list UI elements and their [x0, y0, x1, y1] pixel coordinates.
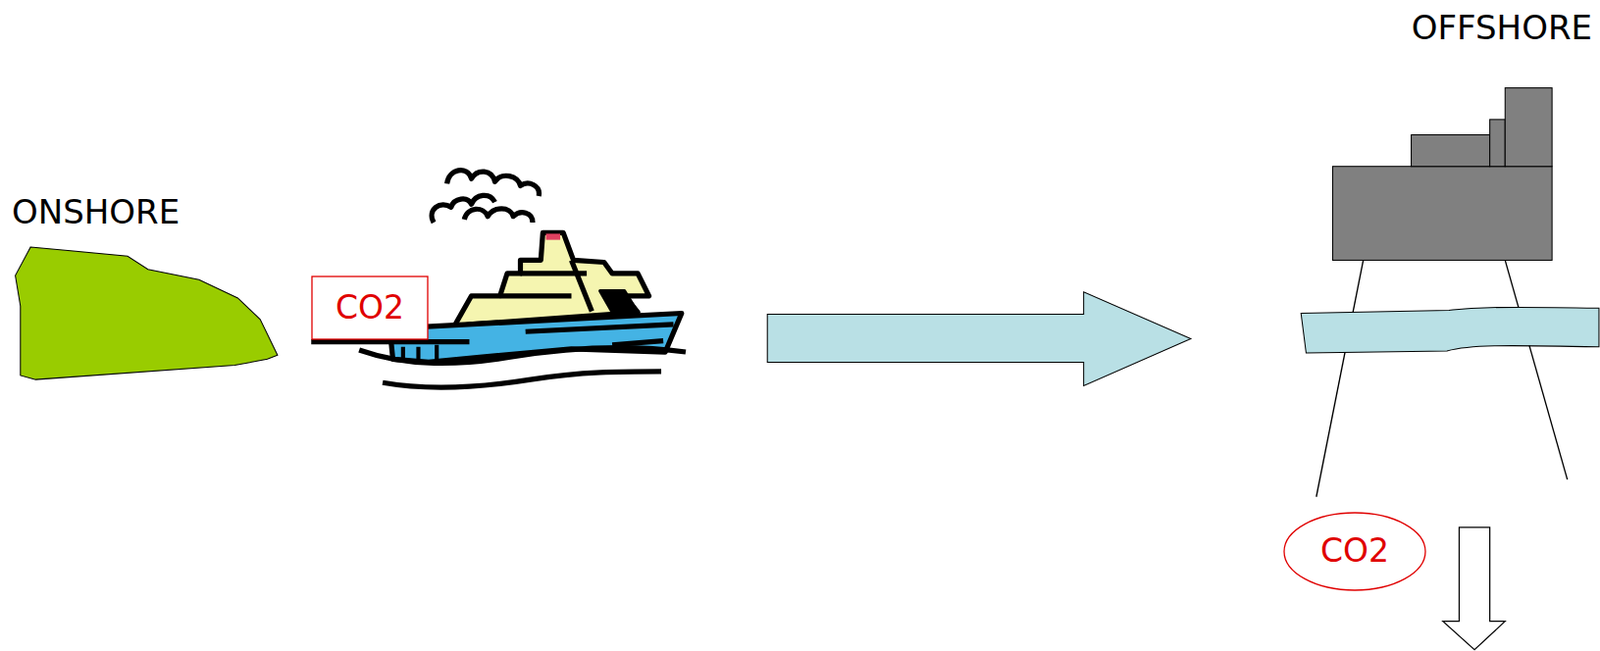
injection-arrow: [1443, 527, 1505, 651]
ellipse-outline: [1284, 513, 1426, 591]
co2-box: CO2: [310, 275, 429, 341]
region-label: OFFSHORE: [1411, 9, 1593, 47]
box-outline: [311, 276, 428, 340]
node-text: CO2: [335, 290, 405, 326]
land-shape: [15, 247, 278, 380]
ship-icon: [310, 170, 686, 388]
platform-icon: [1300, 88, 1600, 498]
node-text: CO2: [1320, 533, 1390, 569]
co2-ellipse: CO2: [1283, 512, 1427, 592]
transport-arrow: [767, 292, 1191, 387]
region-label: ONSHORE: [11, 194, 180, 231]
